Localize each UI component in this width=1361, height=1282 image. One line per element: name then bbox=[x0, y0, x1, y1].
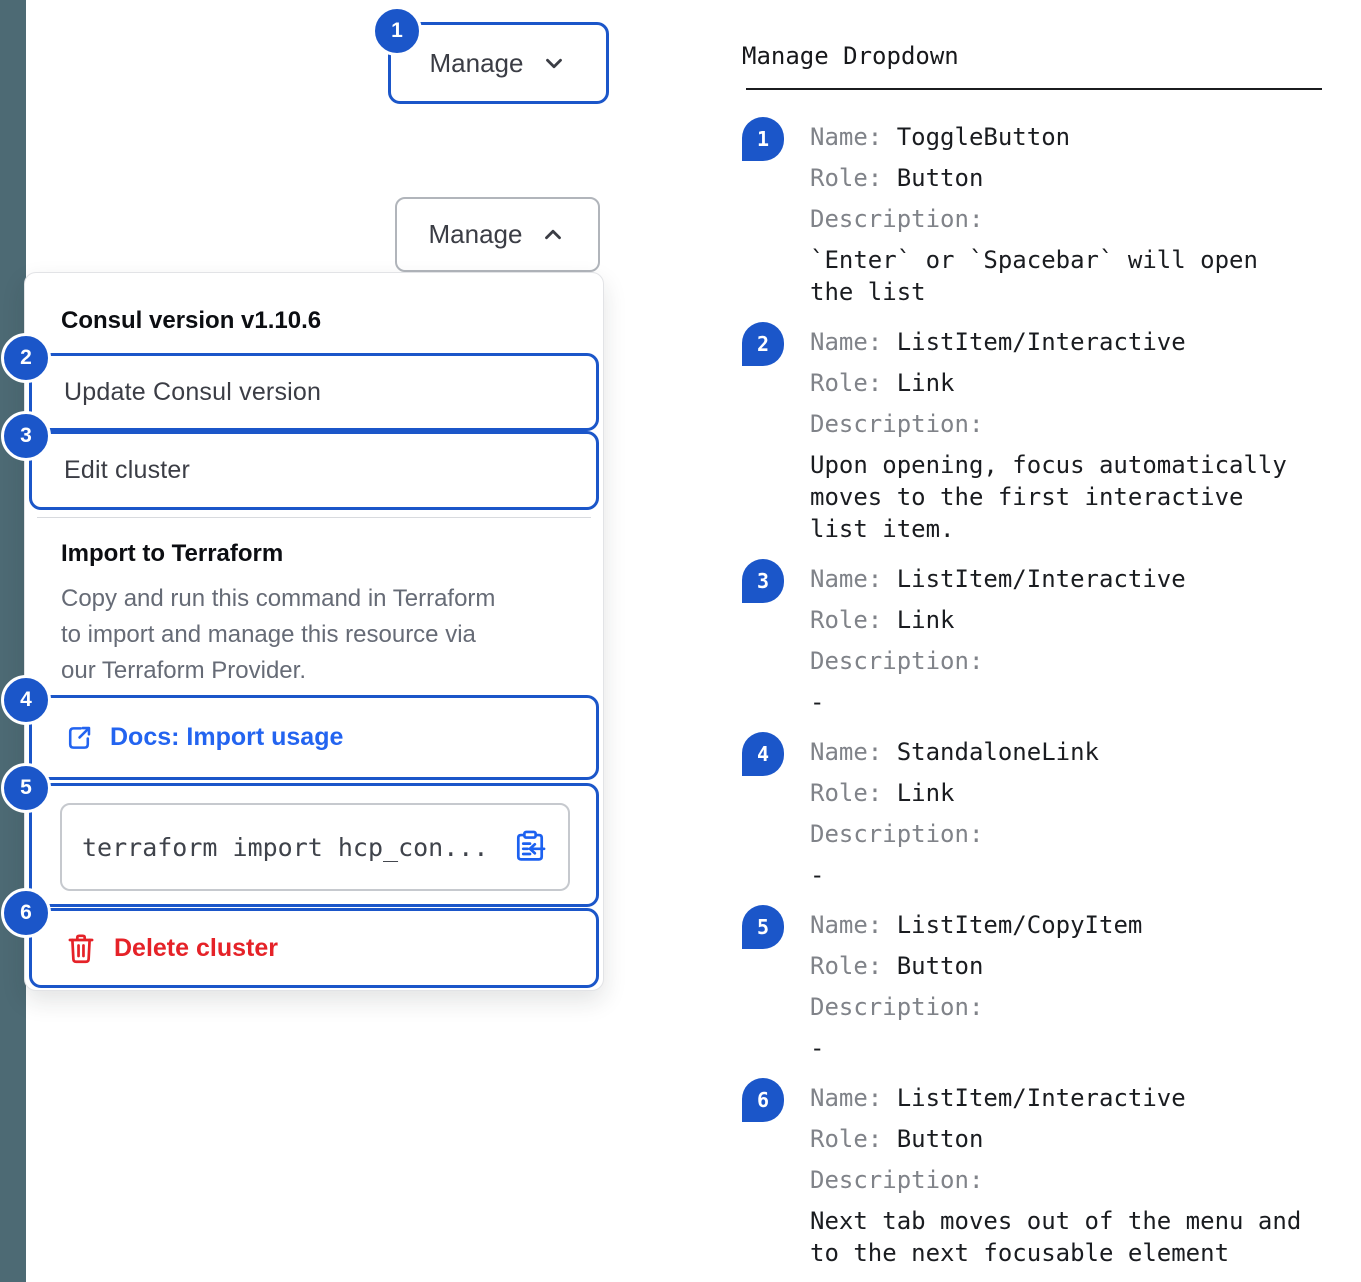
name-label: Name: bbox=[810, 328, 897, 356]
annotation-badge-2: 2 bbox=[1, 333, 51, 383]
name-label: Name: bbox=[810, 911, 897, 939]
trash-icon bbox=[68, 934, 94, 964]
manage-toggle-label: Manage bbox=[428, 219, 523, 249]
annotation-badge-6: 6 bbox=[1, 888, 51, 938]
description-value: Next tab moves out of the menu and to th… bbox=[810, 1207, 1302, 1267]
menu-item-delete-cluster[interactable]: Delete cluster bbox=[29, 908, 599, 988]
menu-item-copy-command[interactable]: terraform import hcp_con... bbox=[29, 783, 599, 907]
description-label: Description: bbox=[810, 993, 984, 1021]
name-value: ListItem/Interactive bbox=[896, 328, 1186, 356]
badge-number: 4 bbox=[756, 742, 770, 766]
name-value: ListItem/Interactive bbox=[896, 1084, 1186, 1112]
badge-number: 3 bbox=[20, 424, 32, 447]
annotations-entries: 1 Name: ToggleButton Role: Button Descri… bbox=[742, 117, 1326, 1269]
description-value: Upon opening, focus automatically moves … bbox=[810, 451, 1287, 543]
name-value: StandaloneLink bbox=[896, 738, 1099, 766]
description-label: Description: bbox=[810, 820, 984, 848]
entry-badge: 5 bbox=[742, 905, 784, 949]
name-label: Name: bbox=[810, 1084, 897, 1112]
terraform-command-field[interactable]: terraform import hcp_con... bbox=[60, 803, 570, 891]
annotation-entry-5: 5 Name: ListItem/CopyItem Role: Button D… bbox=[742, 905, 1326, 1064]
entry-badge: 3 bbox=[742, 559, 784, 603]
manage-dropdown-menu: Consul version v1.10.6 Update Consul ver… bbox=[24, 272, 604, 991]
menu-item-update-consul-version[interactable]: Update Consul version bbox=[29, 353, 599, 431]
badge-number: 6 bbox=[756, 1088, 770, 1112]
description-label: Description: bbox=[810, 1166, 984, 1194]
docs-link-icon bbox=[68, 726, 91, 749]
annotations-panel: Manage Dropdown 1 Name: ToggleButton Rol… bbox=[742, 40, 1326, 1282]
terraform-command-text: terraform import hcp_con... bbox=[82, 832, 489, 862]
name-value: ToggleButton bbox=[896, 123, 1071, 151]
description-value: - bbox=[810, 688, 825, 716]
menu-divider bbox=[37, 517, 591, 518]
chevron-down-icon bbox=[546, 58, 563, 69]
badge-number: 1 bbox=[391, 19, 403, 42]
entry-badge: 2 bbox=[742, 322, 784, 366]
menu-item-edit-cluster[interactable]: Edit cluster bbox=[29, 431, 599, 510]
annotation-badge-4: 4 bbox=[1, 675, 51, 725]
description-label: Description: bbox=[810, 205, 984, 233]
menu-item-label: Edit cluster bbox=[64, 456, 191, 484]
consul-version-header: Consul version v1.10.6 bbox=[61, 307, 322, 334]
left-rail bbox=[0, 0, 26, 1282]
description-label: Description: bbox=[810, 647, 984, 675]
menu-item-label: Update Consul version bbox=[64, 377, 322, 406]
role-label: Role: bbox=[810, 369, 897, 397]
badge-number: 3 bbox=[756, 569, 770, 593]
role-value: Button bbox=[896, 952, 984, 980]
entry-badge: 1 bbox=[742, 117, 784, 161]
annotation-entry-1: 1 Name: ToggleButton Role: Button Descri… bbox=[742, 117, 1326, 308]
clipboard-copy-icon[interactable] bbox=[512, 829, 548, 865]
manage-toggle-button-open[interactable]: Manage bbox=[395, 197, 600, 272]
annotation-badge-5: 5 bbox=[1, 763, 51, 813]
manage-toggle-label: Manage bbox=[429, 47, 524, 78]
role-value: Button bbox=[896, 164, 984, 192]
role-value: Link bbox=[896, 606, 955, 634]
annotations-title: Manage Dropdown bbox=[742, 42, 959, 70]
entry-badge: 4 bbox=[742, 732, 784, 776]
badge-number: 5 bbox=[756, 915, 770, 939]
role-label: Role: bbox=[810, 1125, 897, 1153]
role-label: Role: bbox=[810, 952, 897, 980]
description-value: - bbox=[810, 1034, 825, 1062]
name-label: Name: bbox=[810, 123, 897, 151]
annotations-title-rule bbox=[746, 88, 1322, 90]
docs-link-label: Docs: Import usage bbox=[110, 723, 344, 751]
annotation-entry-3: 3 Name: ListItem/Interactive Role: Link … bbox=[742, 559, 1326, 718]
badge-number: 4 bbox=[20, 688, 32, 711]
badge-number: 2 bbox=[20, 346, 32, 369]
annotation-entry-6: 6 Name: ListItem/Interactive Role: Butto… bbox=[742, 1078, 1326, 1269]
description-value: `Enter` or `Spacebar` will open the list bbox=[810, 246, 1258, 306]
description-value: - bbox=[810, 861, 825, 889]
name-label: Name: bbox=[810, 738, 897, 766]
name-value: ListItem/CopyItem bbox=[896, 911, 1143, 939]
entry-badge: 6 bbox=[742, 1078, 784, 1122]
role-value: Button bbox=[896, 1125, 984, 1153]
name-label: Name: bbox=[810, 565, 897, 593]
import-to-terraform-heading: Import to Terraform bbox=[61, 540, 284, 567]
annotation-badge-3: 3 bbox=[1, 411, 51, 461]
role-label: Role: bbox=[810, 164, 897, 192]
description-label: Description: bbox=[810, 410, 984, 438]
badge-number: 5 bbox=[20, 776, 32, 799]
role-value: Link bbox=[896, 779, 955, 807]
badge-number: 1 bbox=[756, 127, 770, 151]
role-label: Role: bbox=[810, 779, 897, 807]
menu-item-docs-import-usage[interactable]: Docs: Import usage bbox=[29, 695, 599, 780]
annotation-entry-2: 2 Name: ListItem/Interactive Role: Link … bbox=[742, 322, 1326, 545]
import-description: Copy and run this command in Terraform t… bbox=[61, 585, 496, 684]
chevron-up-icon bbox=[545, 229, 562, 239]
annotation-entry-4: 4 Name: StandaloneLink Role: Link Descri… bbox=[742, 732, 1326, 891]
role-value: Link bbox=[896, 369, 955, 397]
name-value: ListItem/Interactive bbox=[896, 565, 1186, 593]
annotation-badge-1: 1 bbox=[372, 6, 422, 56]
badge-number: 2 bbox=[756, 332, 770, 356]
role-label: Role: bbox=[810, 606, 897, 634]
manage-toggle-button-closed[interactable]: Manage bbox=[388, 22, 609, 104]
badge-number: 6 bbox=[20, 901, 32, 924]
delete-cluster-label: Delete cluster bbox=[114, 933, 278, 962]
